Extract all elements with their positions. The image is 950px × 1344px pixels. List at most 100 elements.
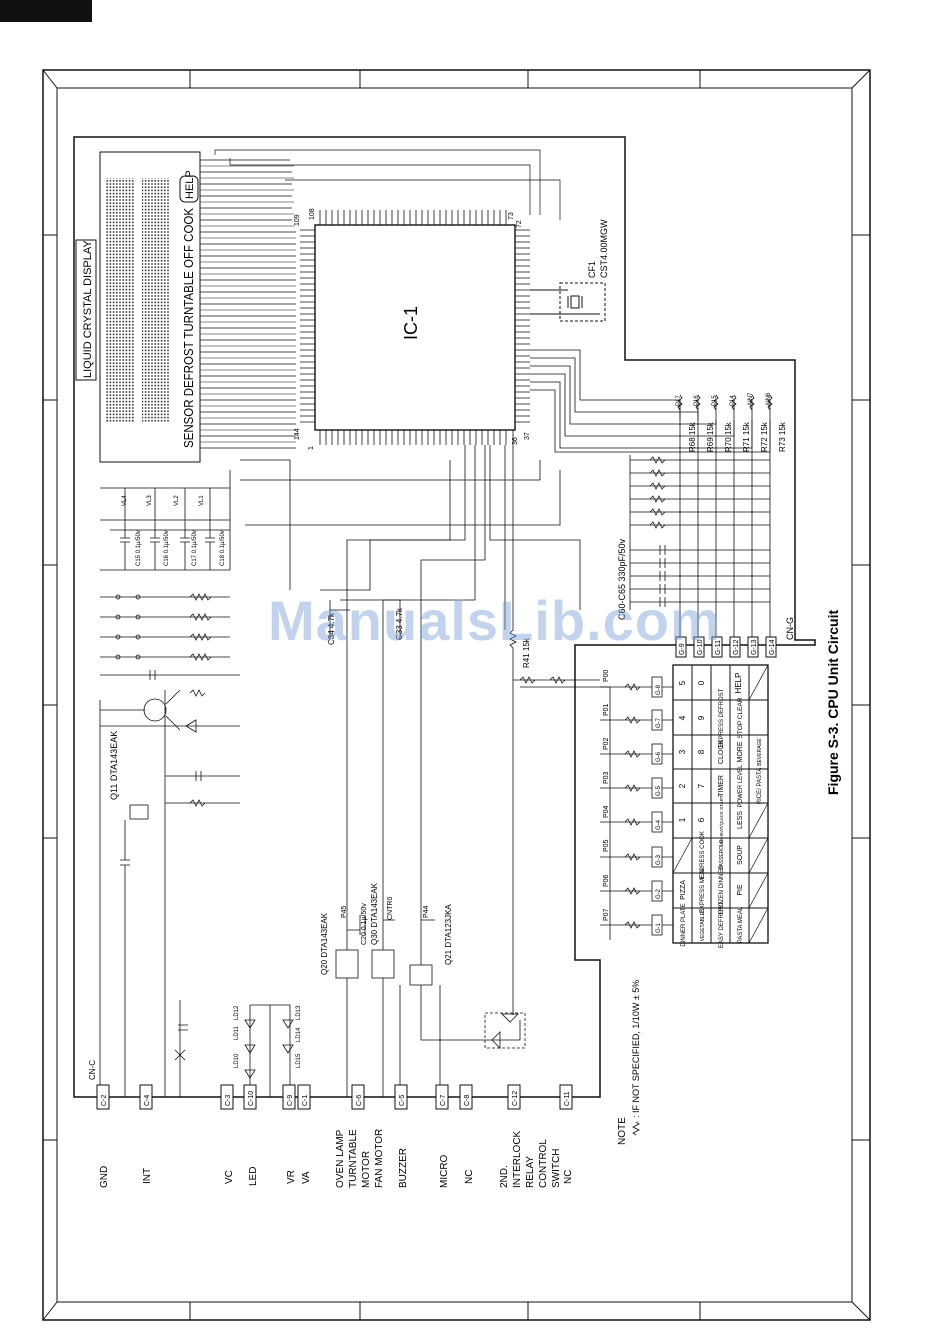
svg-text:VL3: VL3 (147, 495, 153, 506)
svg-text:SOUP: SOUP (737, 845, 744, 865)
keypad-keys: 5 0 HELP 4 9 EXPRESS DEFROST STOP CLEAR … (678, 673, 763, 949)
cn-c-label: CN-C (88, 1060, 97, 1080)
led-array (174, 1000, 294, 1097)
svg-text:CLOCK: CLOCK (718, 740, 725, 764)
c65-label: C60-C65 330pF/50v (617, 538, 627, 620)
page-corner-tab (0, 0, 92, 22)
svg-text:Q30 DTA143EAK: Q30 DTA143EAK (370, 882, 379, 945)
svg-text:G-7: G-7 (656, 717, 662, 728)
ic1-pin-numbers: 109 108 73 72 144 1 36 37 (294, 208, 531, 450)
svg-text:AIN7: AIN7 (748, 392, 754, 406)
ic1-chip (300, 210, 530, 445)
figure-caption: Figure S-3. CPU Unit Circuit (825, 610, 841, 795)
svg-text:RICE/ PASTA: RICE/ PASTA (757, 768, 763, 804)
svg-text:OVEN LAMP: OVEN LAMP (335, 1129, 346, 1188)
svg-text:P17: P17 (676, 395, 682, 406)
svg-text:G-14: G-14 (769, 639, 776, 655)
note-title: NOTE (617, 1117, 628, 1145)
svg-text:CASSEROLE: CASSEROLE (719, 839, 725, 870)
note-text: : IF NOT SPECIFIED, 1/10W ± 5% (631, 980, 641, 1118)
led-labels: LD11 LD12 LD10 LD15 LD14 LD13 (234, 1005, 302, 1068)
r41-resistor (509, 430, 600, 1015)
svg-text:MORE: MORE (737, 741, 744, 762)
svg-text:SWITCH: SWITCH (551, 1149, 562, 1188)
crystal-cf1 (530, 282, 606, 322)
svg-text:CONTROL: CONTROL (538, 1139, 549, 1188)
svg-text:C-2: C-2 (101, 1095, 108, 1106)
svg-text:R72 15k: R72 15k (760, 421, 769, 452)
output-driver-labels: Q20 DTA143EAK Q30 DTA143EAK Q21 DTA123JK… (320, 882, 453, 975)
svg-text:C16 0.1μ/50v: C16 0.1μ/50v (164, 530, 170, 566)
svg-text:R73 15k: R73 15k (778, 421, 787, 452)
svg-text:HELP: HELP (734, 673, 743, 694)
svg-text:LESS: LESS (737, 811, 744, 829)
svg-text:LED: LED (248, 1167, 259, 1186)
svg-text:P01: P01 (603, 703, 610, 716)
svg-text:R68 15k: R68 15k (688, 421, 697, 452)
svg-text:R71 15k: R71 15k (742, 421, 751, 452)
svg-text:G-9: G-9 (679, 643, 686, 655)
svg-text:Q21 DTA123JKA: Q21 DTA123JKA (444, 904, 453, 965)
lcd-cap-labels: C15 0.1μ/50v C16 0.1μ/50v C17 0.1μ/50v C… (122, 495, 226, 566)
svg-text:C-4: C-4 (144, 1095, 151, 1106)
svg-text:3: 3 (678, 749, 687, 754)
q11-label: Q11 DTA143EAK (109, 731, 119, 800)
svg-text:VL2: VL2 (174, 495, 180, 506)
svg-text:P16: P16 (694, 395, 700, 406)
port-labels-left: P00 P01 P02 P03 P04 P05 P06 P07 (603, 669, 610, 921)
svg-text:INTERLOCK: INTERLOCK (512, 1130, 523, 1188)
svg-text:MICRO: MICRO (439, 1154, 450, 1188)
svg-text:VL1: VL1 (199, 495, 205, 506)
svg-text:FAN MOTOR: FAN MOTOR (374, 1129, 385, 1188)
svg-text:G-2: G-2 (656, 888, 662, 899)
svg-text:EXPRESS COOK: EXPRESS COOK (700, 831, 706, 879)
resistor-symbol-icon (632, 1121, 640, 1136)
svg-text:BEVERAGE: BEVERAGE (757, 738, 763, 766)
g-pin-labels-lower: G-8 G-7 G-6 G-5 G-4 G-3 G-2 G-1 (656, 684, 662, 933)
svg-text:P00: P00 (603, 669, 610, 682)
svg-text:C-8: C-8 (464, 1095, 471, 1106)
lcd-panel (75, 151, 201, 463)
svg-text:G-8: G-8 (656, 684, 662, 695)
key-return-network (489, 349, 773, 648)
svg-text:P06: P06 (603, 874, 610, 887)
svg-text:P14: P14 (730, 395, 736, 406)
svg-text:P15: P15 (712, 395, 718, 406)
keypad-matrix-grid (672, 664, 769, 944)
drawing-frame (42, 69, 871, 1321)
svg-text:G-4: G-4 (656, 819, 662, 830)
svg-text:72: 72 (516, 220, 523, 228)
svg-text:TIMER: TIMER (718, 775, 725, 797)
c33-label: C33 4.7k (395, 607, 404, 640)
svg-text:8: 8 (697, 749, 706, 754)
svg-text:P04: P04 (603, 805, 610, 818)
svg-text:P07: P07 (603, 908, 610, 921)
svg-text:EXPRESS DEFROST: EXPRESS DEFROST (719, 688, 725, 747)
svg-text:GND: GND (99, 1166, 110, 1188)
svg-text:G-5: G-5 (656, 785, 662, 796)
svg-text:PASTA MEAL: PASTA MEAL (738, 906, 744, 943)
svg-text:AIN6: AIN6 (766, 392, 772, 406)
svg-text:R70 15k: R70 15k (724, 421, 733, 452)
right-resistor-labels: R68 15k R69 15k R70 15k R71 15k R72 15k … (688, 421, 787, 452)
svg-text:C-10: C-10 (248, 1091, 255, 1106)
svg-text:LD10: LD10 (234, 1053, 240, 1068)
svg-text:DINNER PLATE: DINNER PLATE (681, 903, 687, 946)
svg-text:C-3: C-3 (225, 1095, 232, 1106)
svg-text:0: 0 (697, 680, 706, 685)
svg-text:37: 37 (524, 432, 531, 440)
svg-text:P45: P45 (341, 905, 348, 918)
svg-text:R69 15k: R69 15k (706, 421, 715, 452)
svg-text:LD15: LD15 (296, 1053, 302, 1068)
svg-text:109: 109 (294, 214, 301, 226)
svg-text:PIZZA: PIZZA (680, 880, 687, 900)
svg-text:C-1: C-1 (302, 1095, 309, 1106)
svg-text:C-12: C-12 (512, 1091, 519, 1106)
signal-names: GND INT VC LED VR VA OVEN LAMP TURNTABLE… (99, 1129, 574, 1188)
g-pins-upper (675, 636, 777, 658)
svg-text:G-3: G-3 (656, 854, 662, 865)
cn-c-pin-labels: C-2 C-4 C-3 C-10 C-9 C-1 C-6 C-5 C-7 C-8… (101, 1091, 571, 1106)
svg-text:G-6: G-6 (656, 751, 662, 762)
svg-text:G-12: G-12 (733, 639, 740, 655)
